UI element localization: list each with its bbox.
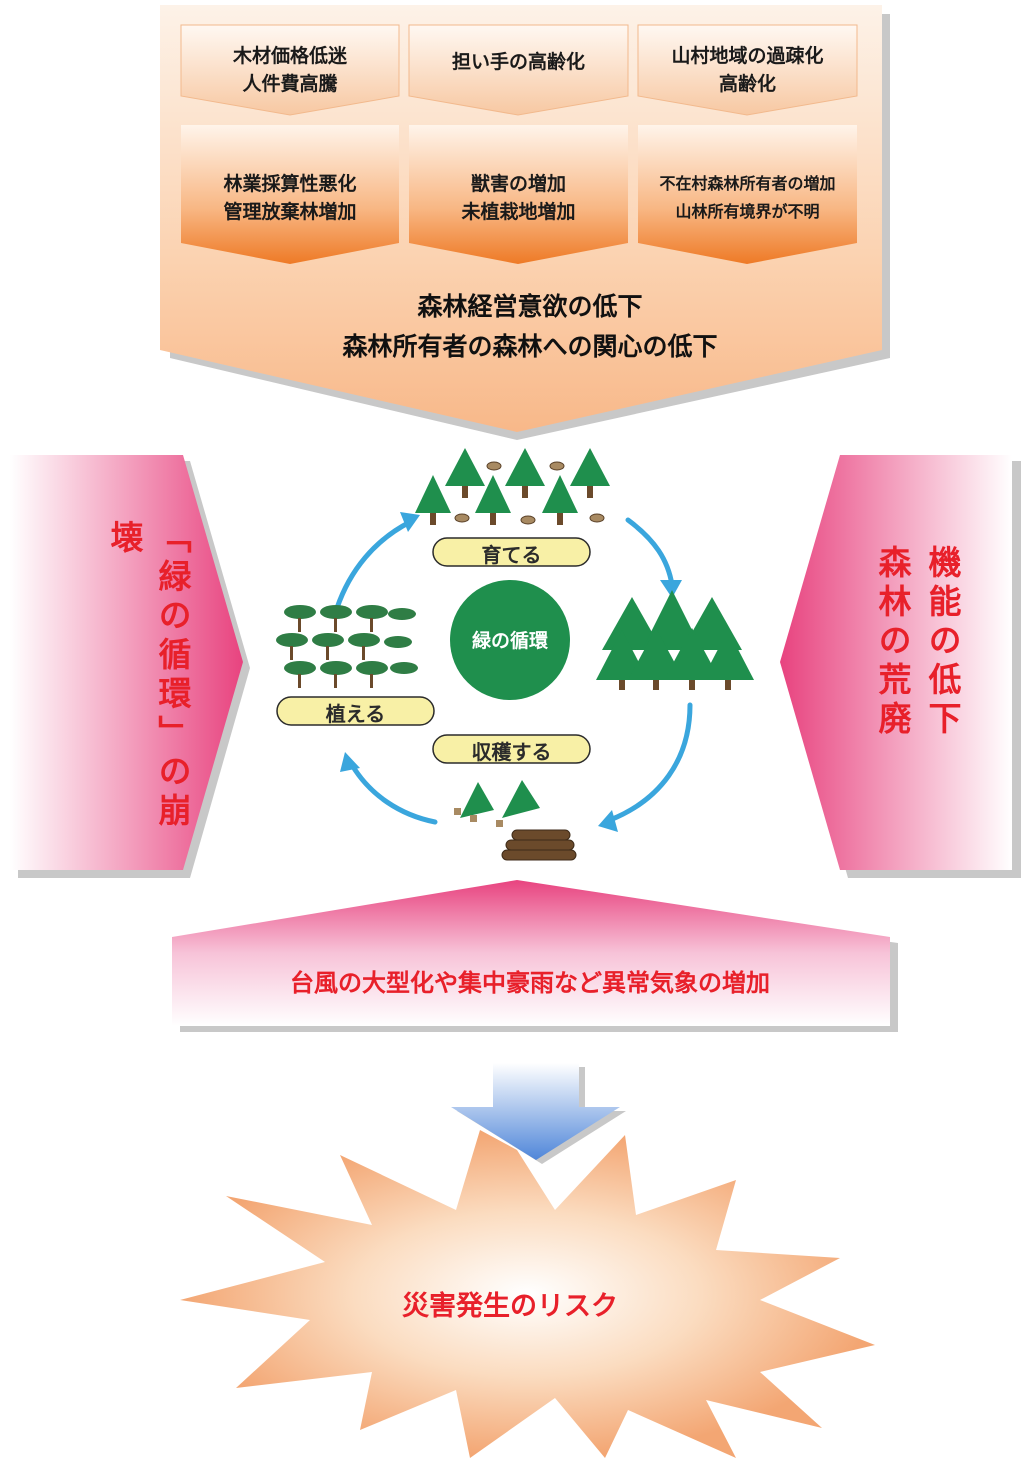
cause-wood-price: 木材価格低迷 人件費高騰 [232,45,347,95]
summary-text: 森林経営意欲の低下 森林所有者の森林への関心の低下 [160,287,900,367]
right-arrow [780,455,1012,870]
warning-banner [172,880,890,1026]
summary-line-2: 森林所有者の森林への関心の低下 [342,332,718,361]
trees-grow-icon [415,448,610,525]
pill-grow [432,537,591,567]
cause-depopulation: 山村地域の過疎化 高齢化 [671,45,824,95]
stage-grow-label: 育てる [481,543,542,567]
cycle-center-circle [450,580,570,700]
summary-line-1: 森林経営意欲の低下 [417,292,643,321]
seedlings-plant-icon [276,605,418,688]
right-function-decline-label: 機能の低下 [923,545,962,740]
cause-row-2 [181,125,857,264]
stage-harvest-label: 収穫する [471,740,552,764]
cycle-arrows [334,517,693,825]
cause-absentee-owners: 不在村森林所有者の増加 山林所有境界が不明 [659,174,836,221]
right-forest-devastation-label: 森林の荒廃 [873,545,912,740]
left-collapse-label: 「緑の循環」の崩壊 [105,520,192,832]
harvest-trees-icon [454,780,540,827]
pill-harvest [432,734,591,764]
forest-mature-icon [596,590,754,690]
abnormal-weather-text: 台風の大型化や集中豪雨など異常気象の増加 [290,969,770,997]
down-arrow [451,1063,620,1160]
cause-aging-workers: 担い手の高齢化 [451,51,585,73]
log-pile-icon [501,829,577,861]
cause-row-1 [180,24,858,116]
pill-plant [276,696,435,726]
cause-wildlife-damage: 獣害の増加 未植栽地増加 [461,173,576,223]
disaster-risk-text: 災害発生のリスク [402,1291,618,1322]
cause-profitability: 林業採算性悪化 管理放棄林増加 [223,173,357,223]
risk-starburst [180,1130,875,1458]
cycle-arrowheads [340,512,682,832]
cycle-center-label: 緑の循環 [471,630,548,652]
left-arrow [10,455,243,870]
stage-plant-label: 植える [325,702,386,726]
